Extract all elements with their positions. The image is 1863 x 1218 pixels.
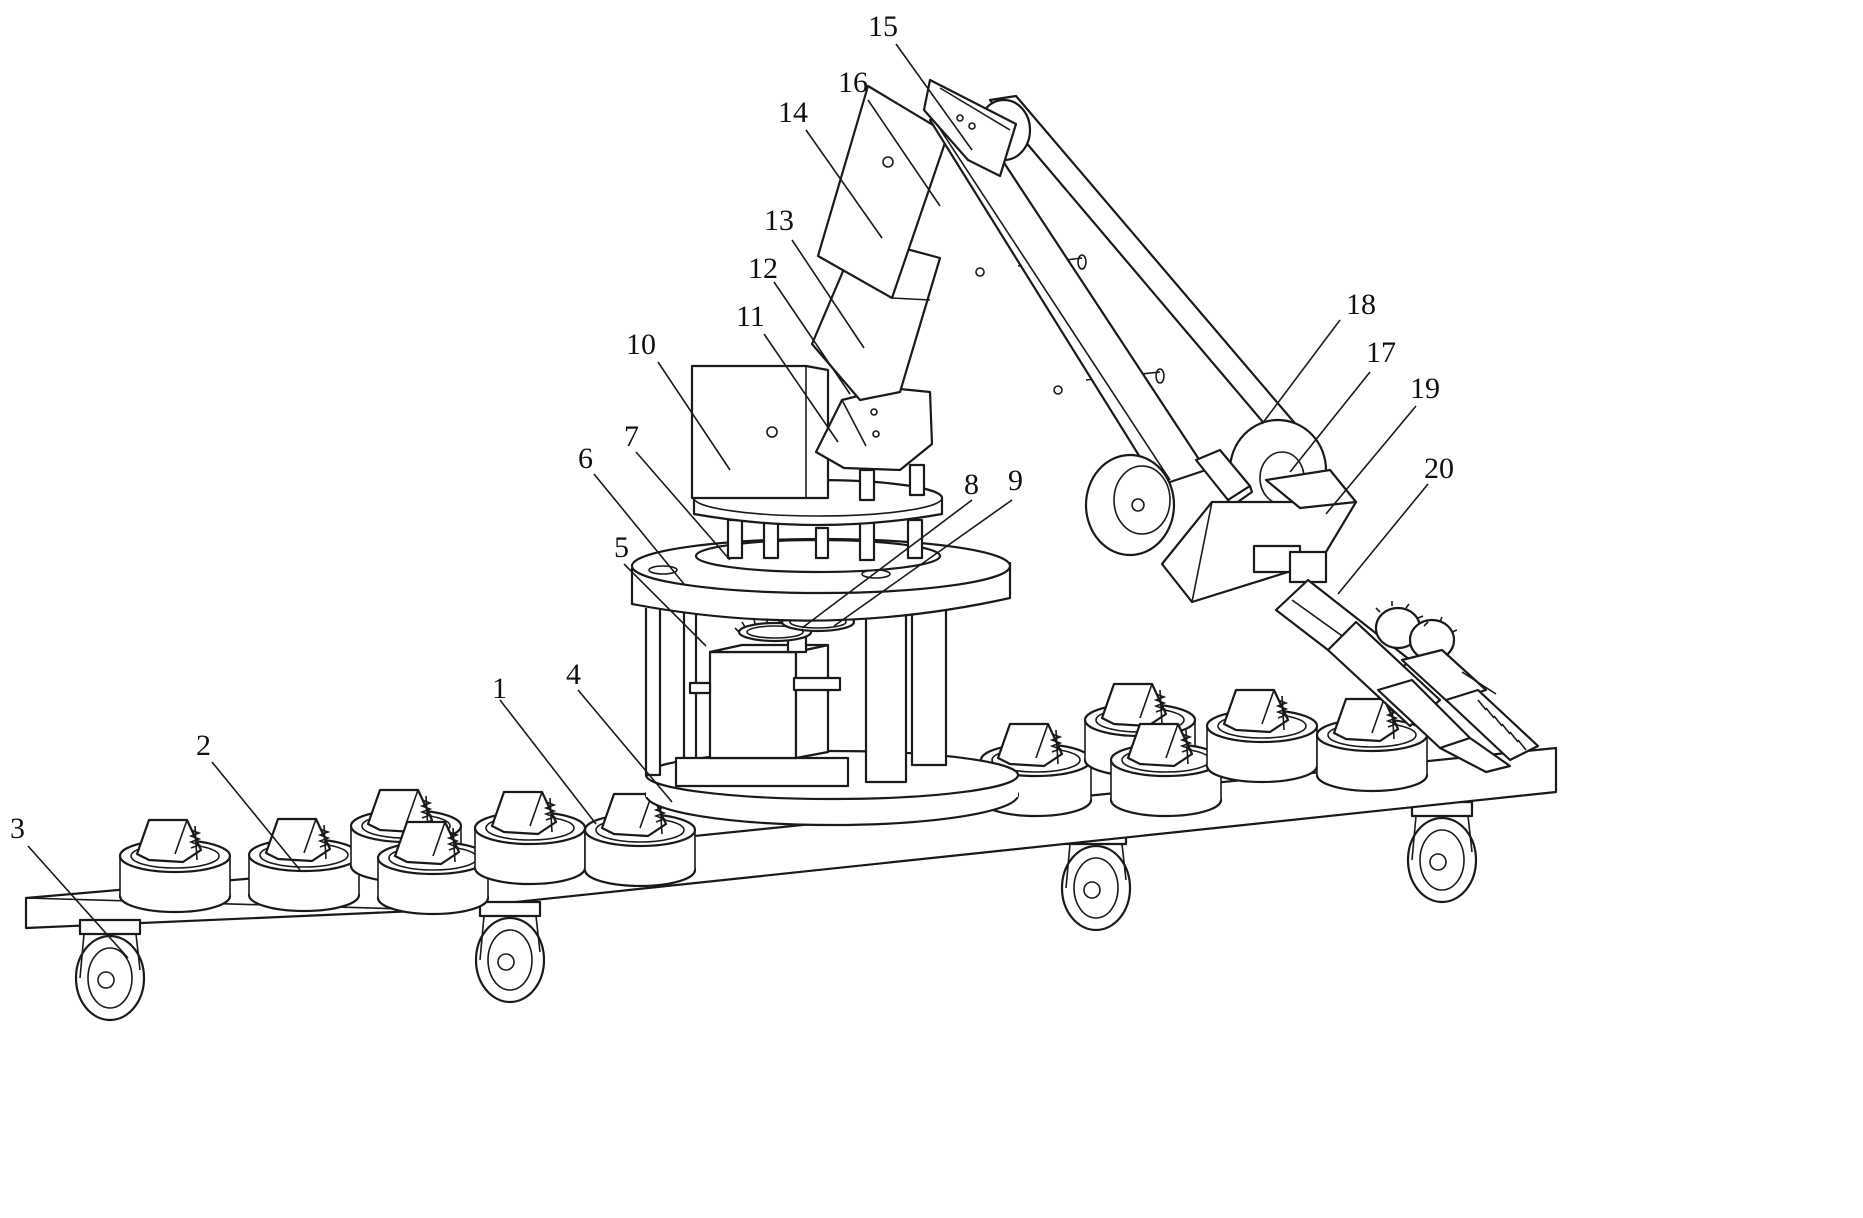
leader-18 xyxy=(1261,319,1341,425)
leader-lines xyxy=(27,43,1429,959)
leader-8 xyxy=(801,499,973,629)
callout-8: 8 xyxy=(964,468,979,501)
callout-6: 6 xyxy=(578,442,593,475)
callout-4: 4 xyxy=(566,658,581,691)
callout-5: 5 xyxy=(614,531,629,564)
callout-1: 1 xyxy=(492,672,507,705)
leader-1 xyxy=(499,699,597,825)
caster-wheel-front-middle xyxy=(474,900,546,1004)
drive-motor xyxy=(674,634,850,788)
leader-11 xyxy=(763,333,839,443)
leader-7 xyxy=(635,451,731,561)
support-columns xyxy=(644,598,948,784)
leader-19 xyxy=(1325,405,1417,515)
leader-13 xyxy=(791,239,865,349)
callout-numbers: 1 2 3 4 5 6 7 8 9 10 11 12 13 14 15 16 1… xyxy=(10,10,1454,845)
callout-16: 16 xyxy=(838,66,868,99)
caster-wheel-front-left xyxy=(74,918,146,1022)
callout-19: 19 xyxy=(1410,372,1440,405)
leader-2 xyxy=(211,761,301,871)
leader-9 xyxy=(833,499,1013,627)
callout-7: 7 xyxy=(624,420,639,453)
top-joint-block xyxy=(922,78,1018,178)
leader-6 xyxy=(593,473,685,585)
elbow-wheel xyxy=(1084,453,1176,557)
robot-arm xyxy=(810,78,1540,774)
tool-holder xyxy=(1205,688,1319,784)
callout-11: 11 xyxy=(736,300,765,333)
upper-disc xyxy=(692,478,944,574)
callout-10: 10 xyxy=(626,328,656,361)
callout-9: 9 xyxy=(1008,464,1023,497)
leader-16 xyxy=(867,99,941,207)
leader-5 xyxy=(623,563,707,647)
leader-20 xyxy=(1337,483,1429,595)
turntable-assembly xyxy=(630,364,1020,827)
tool-holder xyxy=(473,790,587,886)
caster-wheel-rear-right xyxy=(1406,800,1478,904)
caster-wheel-rear-middle xyxy=(1060,828,1132,932)
leader-10 xyxy=(657,361,731,471)
leader-12 xyxy=(773,281,851,395)
leader-15 xyxy=(895,43,973,151)
gripper-fingers xyxy=(1376,648,1540,774)
leader-17 xyxy=(1289,371,1371,473)
tool-holder xyxy=(247,817,361,913)
callout-15: 15 xyxy=(868,10,898,43)
callout-17: 17 xyxy=(1366,336,1396,369)
callout-14: 14 xyxy=(778,96,808,129)
lower-link-bracket xyxy=(814,386,934,472)
callout-3: 3 xyxy=(10,812,25,845)
callout-20: 20 xyxy=(1424,452,1454,485)
callout-13: 13 xyxy=(764,204,794,237)
leader-4 xyxy=(577,689,673,803)
gripper-gears xyxy=(1374,601,1458,662)
leader-3 xyxy=(27,845,129,959)
callout-12: 12 xyxy=(748,252,778,285)
leader-14 xyxy=(805,129,883,239)
callout-2: 2 xyxy=(196,729,211,762)
gripper-mount xyxy=(1252,544,1328,584)
tool-holder xyxy=(118,818,232,914)
callout-18: 18 xyxy=(1346,288,1376,321)
